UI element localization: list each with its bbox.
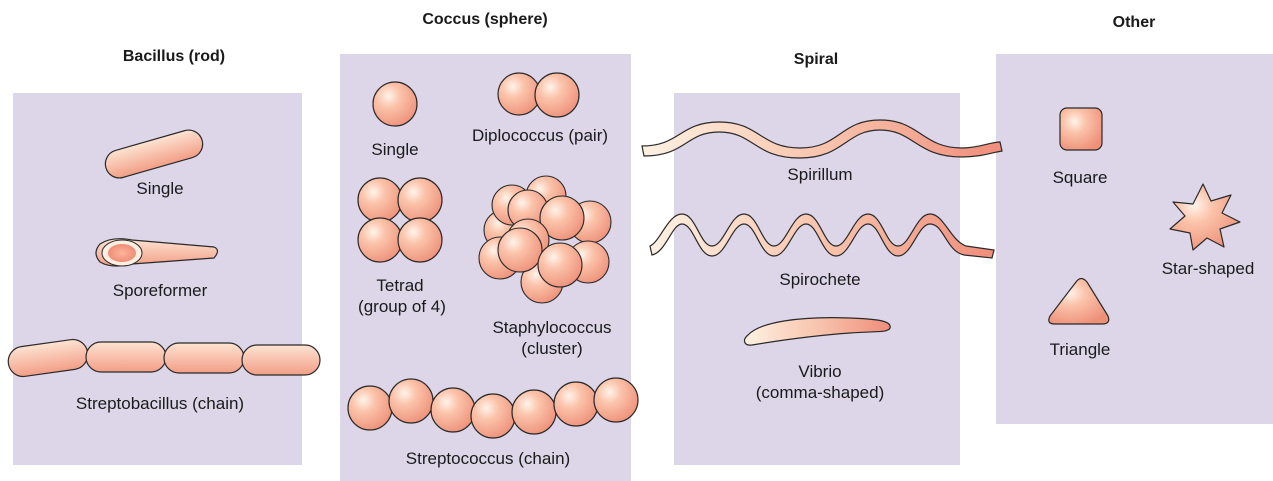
spirillum-label: Spirillum: [760, 164, 880, 185]
tetrad-label-line1: Tetrad: [345, 275, 455, 296]
triangle-cell: [1049, 279, 1109, 325]
coccus-single-sphere: [373, 82, 417, 126]
other-heading: Other: [1090, 14, 1178, 32]
spirillum-cell: [642, 120, 1002, 158]
bacillus-single-rod: [102, 127, 206, 181]
vibrio-label-line1: Vibrio: [760, 361, 880, 382]
square-label: Square: [1030, 167, 1130, 188]
star-shaped-cell: [1170, 184, 1240, 250]
bacillus-single-label: Single: [100, 178, 220, 199]
diplococcus-label: Diplococcus (pair): [446, 125, 634, 146]
staphylococcus-label-line1: Staphylococcus: [462, 317, 642, 338]
streptococcus-chain: [348, 378, 638, 438]
tetrad-label-line2: (group of 4): [340, 296, 464, 317]
sporeformer-cell: [96, 239, 218, 266]
coccus-heading: Coccus (sphere): [392, 11, 578, 29]
tetrad-group: [358, 178, 442, 262]
streptobacillus-label: Streptobacillus (chain): [40, 393, 280, 414]
streptobacillus-chain: [6, 338, 320, 379]
triangle-label: Triangle: [1030, 339, 1130, 360]
staphylococcus-label-line2: (cluster): [462, 338, 642, 359]
streptococcus-label: Streptococcus (chain): [368, 448, 608, 469]
star-shaped-label: Star-shaped: [1146, 258, 1270, 279]
spiral-heading: Spiral: [760, 51, 872, 69]
square-cell: [1060, 108, 1102, 150]
diplococcus-pair: [498, 73, 579, 117]
bacillus-heading: Bacillus (rod): [88, 48, 260, 66]
vibrio-cell: [745, 318, 891, 345]
staphylococcus-cluster: [479, 176, 611, 303]
spirochete-cell: [650, 214, 994, 258]
sporeformer-label: Sporeformer: [80, 280, 240, 301]
vibrio-label-line2: (comma-shaped): [730, 382, 910, 403]
spirochete-label: Spirochete: [750, 269, 890, 290]
coccus-single-label: Single: [345, 139, 445, 160]
